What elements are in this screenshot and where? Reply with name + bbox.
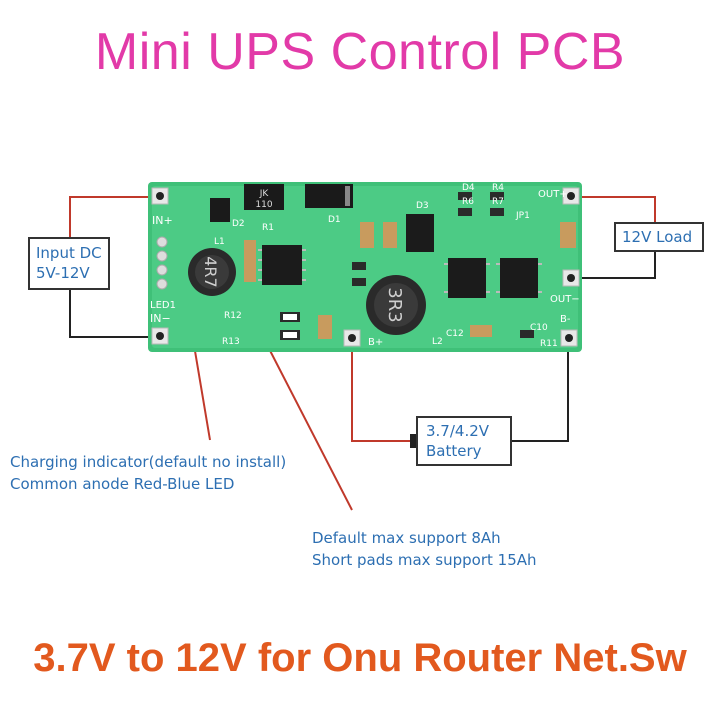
svg-text:JK: JK: [259, 189, 270, 199]
charging-note-line2: Common anode Red-Blue LED: [10, 475, 235, 493]
jk-component: [244, 184, 284, 210]
svg-text:D3: D3: [416, 201, 429, 211]
svg-text:R11: R11: [540, 339, 558, 349]
support-note-line2: Short pads max support 15Ah: [312, 551, 537, 569]
load-box: 12V Load: [614, 222, 704, 252]
battery-positive-wire: [351, 345, 410, 442]
svg-text:C10: C10: [530, 323, 548, 333]
bottom-title: 3.7V to 12V for Onu Router Net.Sw: [33, 636, 687, 680]
inductor2-text: 3R3: [384, 287, 405, 322]
input-positive-wire: [69, 196, 150, 237]
svg-text:IN+: IN+: [152, 214, 173, 227]
svg-text:D4: D4: [462, 183, 475, 193]
input-dc-line1: Input DC: [36, 244, 102, 262]
svg-text:B+: B+: [368, 337, 383, 348]
svg-text:JP1: JP1: [515, 211, 530, 221]
svg-text:OUT+: OUT+: [538, 189, 568, 200]
svg-text:R6: R6: [462, 197, 474, 207]
svg-text:R4: R4: [492, 183, 504, 193]
svg-text:L1: L1: [214, 237, 225, 247]
ic-chips: [262, 214, 538, 298]
svg-text:C12: C12: [446, 329, 464, 339]
battery-line2: Battery: [426, 442, 482, 460]
support-note-line1: Default max support 8Ah: [312, 529, 501, 547]
load-label: 12V Load: [622, 228, 693, 246]
svg-text:R7: R7: [492, 197, 504, 207]
battery-negative-wire: [512, 345, 569, 442]
inductor1-text: 4R7: [201, 256, 220, 287]
battery-terminal-nub: [410, 434, 416, 448]
svg-text:110: 110: [255, 200, 272, 210]
svg-text:B-: B-: [560, 314, 571, 325]
input-dc-box: Input DC 5V-12V: [28, 237, 110, 290]
svg-text:OUT−: OUT−: [550, 294, 580, 305]
svg-text:D1: D1: [328, 215, 341, 225]
charging-note-line1: Charging indicator(default no install): [10, 453, 287, 471]
capacitor: [244, 240, 256, 282]
support-arrow: [261, 334, 353, 511]
svg-text:R1: R1: [262, 223, 274, 233]
svg-text:IN−: IN−: [150, 312, 171, 325]
input-dc-line2: 5V-12V: [36, 264, 90, 282]
battery-line1: 3.7/4.2V: [426, 422, 490, 440]
svg-text:LED1: LED1: [150, 300, 176, 311]
output-negative-wire: [580, 252, 656, 279]
battery-box: 3.7/4.2V Battery: [416, 416, 512, 466]
input-negative-wire: [69, 290, 150, 338]
page-title: Mini UPS Control PCB: [94, 23, 626, 81]
transistor-q: [210, 198, 230, 222]
svg-text:R13: R13: [222, 337, 240, 347]
svg-text:R12: R12: [224, 311, 242, 321]
svg-text:D2: D2: [232, 219, 245, 229]
output-positive-wire: [580, 196, 656, 222]
svg-text:L2: L2: [432, 337, 443, 347]
